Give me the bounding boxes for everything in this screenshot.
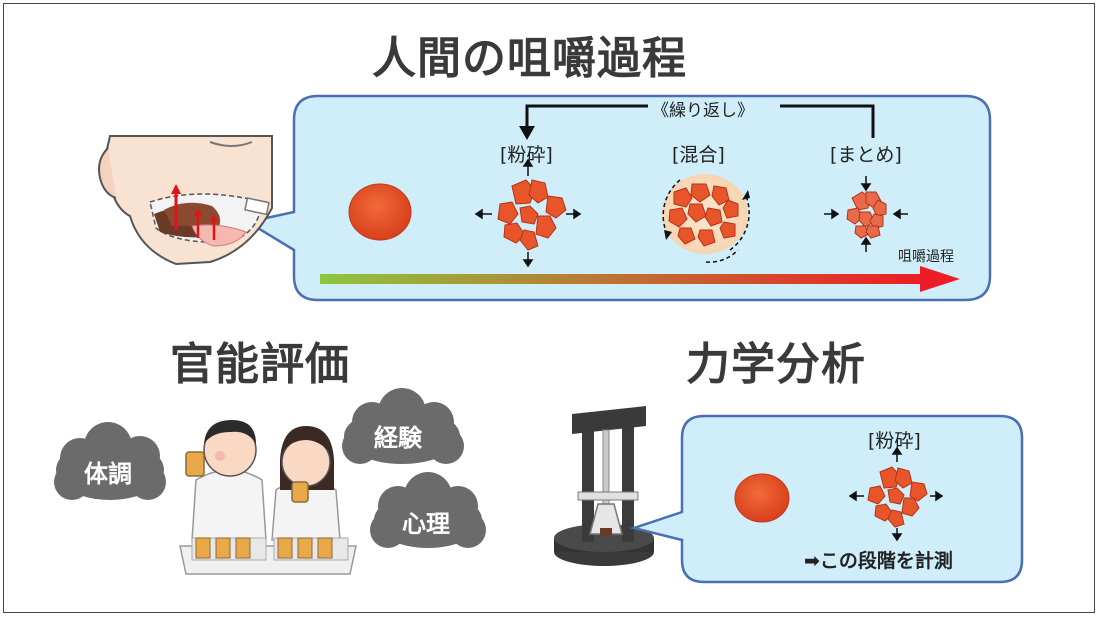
whole-food-ball-2 <box>734 473 790 523</box>
face-side-icon <box>98 135 273 266</box>
whole-food-ball <box>348 183 412 241</box>
main-title: 人間の咀嚼過程 <box>372 33 687 84</box>
repeat-loop-arrow <box>519 104 875 140</box>
chewing-process-axis-label: 咀嚼過程 <box>898 249 954 265</box>
bolus-food-icon <box>846 191 887 239</box>
repeat-label: 《繰り返し》 <box>652 101 754 121</box>
mechanical-analysis-title: 力学分析 <box>686 339 866 390</box>
cloud-psychology <box>370 472 486 548</box>
chewing-process-bubble <box>244 94 992 302</box>
gather-arrows <box>824 176 908 252</box>
crushed-food-icon-2 <box>867 466 928 528</box>
cloud-experience-text: 経験 <box>374 424 422 452</box>
mech-crush-label: [粉砕] <box>868 430 921 452</box>
cloud-condition-text: 体調 <box>84 460 132 488</box>
cloud-psychology-text: 心理 <box>402 510 450 538</box>
sensory-evaluation-title: 官能評価 <box>170 339 350 390</box>
crush-arrows <box>474 158 582 268</box>
sensory-panel-people-icon <box>179 420 357 575</box>
crush-label: [粉砕] <box>500 144 553 166</box>
crushed-food-icon <box>497 179 567 251</box>
gather-label: [まとめ] <box>830 144 902 166</box>
chewing-process-axis-arrow <box>320 266 960 292</box>
mixing-food-icon <box>662 174 750 263</box>
crush-arrows-2 <box>848 446 944 542</box>
mechanical-analysis-bubble <box>629 414 1024 584</box>
cloud-condition <box>54 422 166 500</box>
mix-label: [混合] <box>672 144 725 166</box>
food-tester-stand-icon <box>554 406 654 566</box>
measure-stage-label: ➡この段階を計測 <box>804 550 953 572</box>
cloud-experience <box>342 388 464 464</box>
